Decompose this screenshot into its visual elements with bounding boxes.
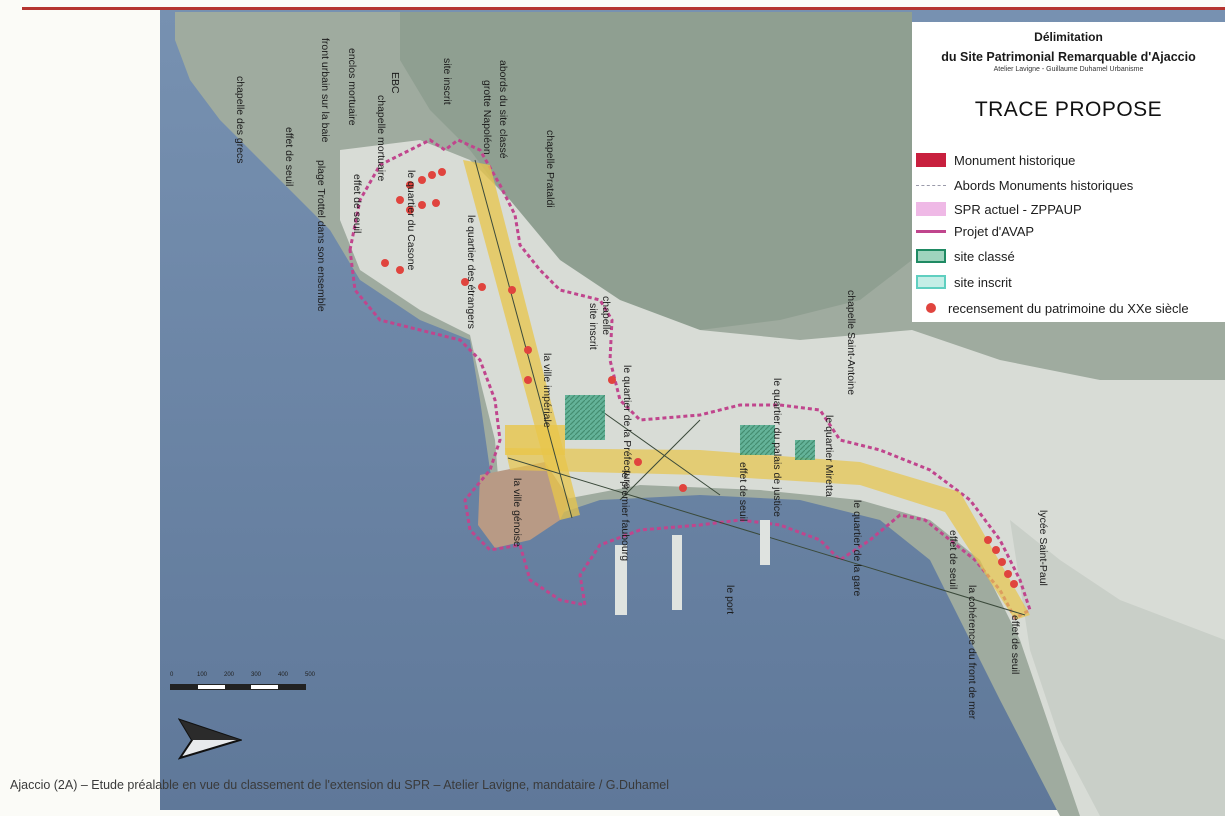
eastern-coast xyxy=(1010,520,1225,816)
axis-line-3 xyxy=(599,409,721,496)
scale-tick: 100 xyxy=(197,672,208,678)
legend-item-site-inscrit: site inscrit xyxy=(916,272,1012,292)
green-hatch-icon xyxy=(916,249,946,263)
label-chapelle-saint-antoine: chapelle Saint-Antoine xyxy=(845,290,857,396)
pink-square-icon xyxy=(916,202,946,216)
label-effet-seuil-5: effet de seuil xyxy=(1009,615,1021,675)
scale-ticks: 0 100 200 300 400 500 xyxy=(170,672,332,678)
legend-item-label: site classé xyxy=(954,248,1015,264)
legend-title: Délimitation xyxy=(1034,30,1103,44)
legend-item-spr-actuel: SPR actuel - ZPPAUP xyxy=(916,199,1082,219)
label-chapelle-mortuaire: chapelle mortuaire xyxy=(375,95,387,182)
label-effet-seuil-4: effet de seuil xyxy=(947,530,959,590)
port-jetty-1 xyxy=(615,545,627,615)
label-ville-genoise: la ville génoise xyxy=(511,478,523,547)
map-legend: Délimitation du Site Patrimonial Remarqu… xyxy=(912,22,1225,322)
label-ville-imperiale: la ville impériale xyxy=(541,353,553,428)
label-enclos-mortuaire: enclos mortuaire xyxy=(346,48,358,126)
top-border-rule xyxy=(22,7,1225,10)
label-effet-seuil-2: effet de seuil xyxy=(351,174,363,234)
label-site-inscrit-2: site inscrit xyxy=(587,303,599,350)
hillside-vegetation xyxy=(400,12,912,330)
scale-graduation xyxy=(170,684,306,690)
label-palais-justice: le quartier du palais de justice xyxy=(771,378,783,517)
legend-item-label: site inscrit xyxy=(954,274,1012,290)
label-lycee-saint-paul: lycée Saint-Paul xyxy=(1037,510,1049,586)
magenta-line-icon xyxy=(916,229,946,233)
scale-tick: 0 xyxy=(170,672,174,678)
axis-line-4 xyxy=(619,419,701,501)
site-classe-3 xyxy=(795,440,815,460)
scale-bar: 0 100 200 300 400 500 xyxy=(170,672,332,690)
label-site-inscrit-1: site inscrit xyxy=(441,58,453,105)
label-quartier-etrangers: le quartier des étrangers xyxy=(465,215,477,329)
scale-tick: 200 xyxy=(224,672,235,678)
legend-item-avap: Projet d'AVAP xyxy=(916,221,1034,241)
label-front-urbain: front urbain sur la baie xyxy=(319,38,331,143)
legend-item-label: Abords Monuments historiques xyxy=(954,177,1134,193)
label-coherence-front: la cohérence du front de mer xyxy=(966,585,978,720)
label-quartier-casone: le quartier du Casone xyxy=(405,170,417,271)
legend-item-label: SPR actuel - ZPPAUP xyxy=(954,201,1082,217)
label-quartier-gare: le quartier de la gare xyxy=(851,500,863,597)
red-square-icon xyxy=(916,153,946,167)
dashed-line-icon xyxy=(916,184,946,186)
label-abords-site-classe: abords du site classé xyxy=(497,60,509,159)
legend-item-monument-historique: Monument historique xyxy=(916,150,1075,170)
label-plage-trottel: plage Trottel dans son ensemble xyxy=(315,160,327,312)
scale-tick: 400 xyxy=(278,672,289,678)
site-classe-1 xyxy=(565,395,605,440)
legend-item-abords: Abords Monuments historiques xyxy=(916,175,1133,195)
label-ebc: EBC xyxy=(389,72,401,94)
label-premier-faubourg: le premier faubourg xyxy=(619,470,631,562)
label-quartier-lucciana: le quartier Miretta xyxy=(823,415,835,497)
footer-caption: Ajaccio (2A) – Etude préalable en vue du… xyxy=(10,778,670,792)
port-jetty-3 xyxy=(760,520,770,565)
legend-item-recensement: recensement du patrimoine du XXe siècle xyxy=(916,298,1189,318)
heritage-dots xyxy=(381,168,1018,588)
label-chapelle-site-inscrit: chapelle xyxy=(600,296,612,336)
label-effet-seuil-1: effet de seuil xyxy=(283,127,295,187)
label-chapelle-grecs: chapelle des grecs xyxy=(234,76,246,164)
waterfront-axis xyxy=(505,448,1030,620)
label-grotte-napoleon: grotte Napoléon xyxy=(481,80,493,155)
legend-subtitle: Atelier Lavigne - Guillaume Duhamel Urba… xyxy=(993,66,1144,73)
scale-tick: 500 xyxy=(305,672,316,678)
place-foch xyxy=(505,425,565,455)
axis-line-1 xyxy=(474,159,573,519)
legend-title-2: du Site Patrimonial Remarquable d'Ajacci… xyxy=(941,50,1196,64)
legend-item-label: recensement du patrimoine du XXe siècle xyxy=(948,300,1189,316)
legend-item-label: Monument historique xyxy=(954,152,1076,168)
ville-genoise-area xyxy=(478,462,570,548)
label-le-port: le port xyxy=(724,585,736,615)
legend-item-label: Projet d'AVAP xyxy=(954,223,1035,239)
scale-tick: 300 xyxy=(251,672,262,678)
port-jetty-2 xyxy=(672,535,682,610)
red-dot-icon xyxy=(926,303,936,313)
cyan-hatch-icon xyxy=(916,275,946,289)
legend-item-site-classe: site classé xyxy=(916,246,1015,266)
label-chapelle-prataldi: chapelle Prataldi xyxy=(544,130,556,208)
north-arrow-icon xyxy=(178,718,242,760)
legend-heading: TRACE PROPOSE xyxy=(974,98,1163,121)
site-classe-2 xyxy=(740,425,775,455)
label-effet-seuil-3: effet de seuil xyxy=(737,462,749,522)
